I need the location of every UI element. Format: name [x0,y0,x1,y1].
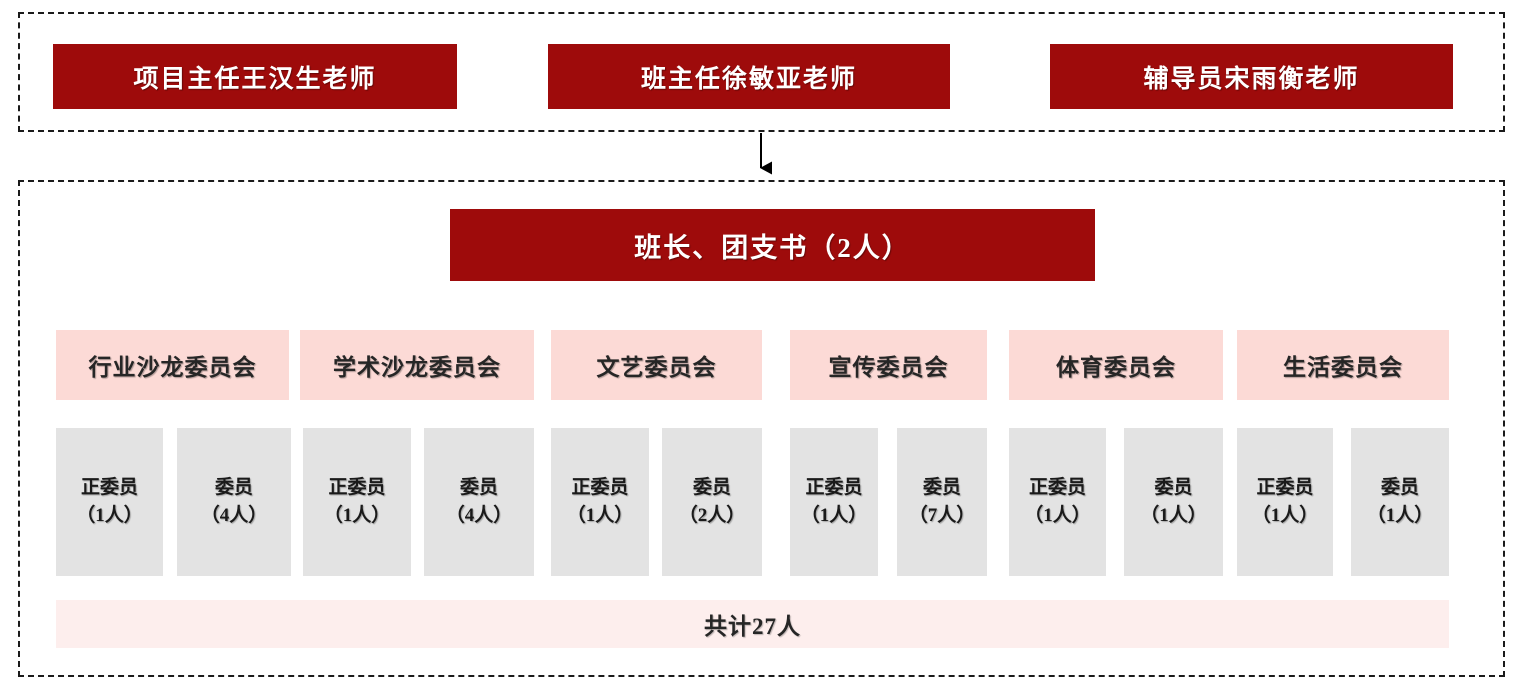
member-box[interactable]: 正委员 （1人） [790,428,878,576]
committee-box-welfare[interactable]: 生活委员会 [1237,330,1449,400]
member-count: （1人） [1366,505,1434,526]
member-role: 委员 [1380,477,1419,499]
member-count: （1人） [1251,505,1319,526]
member-count: （1人） [800,505,868,526]
member-box[interactable]: 委员 （2人） [662,428,762,576]
leadership-box-counselor[interactable]: 辅导员宋雨衡老师 [1050,44,1453,109]
committee-box-arts[interactable]: 文艺委员会 [551,330,762,400]
member-box[interactable]: 委员 （4人） [424,428,534,576]
member-count: （2人） [678,505,746,526]
member-role: 正委员 [328,477,386,499]
member-box[interactable]: 正委员 （1人） [303,428,411,576]
member-count: （4人） [445,505,513,526]
member-count: （7人） [908,505,976,526]
class-leader-box[interactable]: 班长、团支书（2人） [450,209,1095,281]
member-count: （1人） [76,505,143,526]
member-role: 正委员 [1256,477,1314,499]
member-count: （4人） [200,505,268,526]
member-role: 委员 [922,477,961,499]
member-role: 委员 [214,477,253,499]
member-role: 正委员 [1028,477,1086,499]
member-box[interactable]: 正委员 （1人） [551,428,649,576]
member-box[interactable]: 委员 （4人） [177,428,291,576]
member-count: （1人） [1140,505,1207,526]
member-box[interactable]: 委员 （7人） [897,428,987,576]
member-role: 正委员 [80,477,138,499]
leadership-box-project-director[interactable]: 项目主任王汉生老师 [53,44,457,109]
committee-box-academic-salon[interactable]: 学术沙龙委员会 [300,330,534,400]
leadership-box-head-teacher[interactable]: 班主任徐敏亚老师 [548,44,950,109]
total-members-bar: 共计27人 [56,600,1449,648]
member-count: （1人） [1024,505,1091,526]
member-role: 正委员 [571,477,629,499]
member-role: 委员 [692,477,731,499]
member-count: （1人） [566,505,634,526]
member-box[interactable]: 委员 （1人） [1124,428,1223,576]
member-role: 正委员 [805,477,863,499]
committee-box-sports[interactable]: 体育委员会 [1009,330,1223,400]
committee-box-publicity[interactable]: 宣传委员会 [790,330,987,400]
member-box[interactable]: 正委员 （1人） [1009,428,1106,576]
member-count: （1人） [323,505,391,526]
member-box[interactable]: 正委员 （1人） [1237,428,1333,576]
committee-box-industry-salon[interactable]: 行业沙龙委员会 [56,330,289,400]
member-role: 委员 [1154,477,1193,499]
member-role: 委员 [459,477,498,499]
member-box[interactable]: 委员 （1人） [1351,428,1449,576]
member-box[interactable]: 正委员 （1人） [56,428,163,576]
